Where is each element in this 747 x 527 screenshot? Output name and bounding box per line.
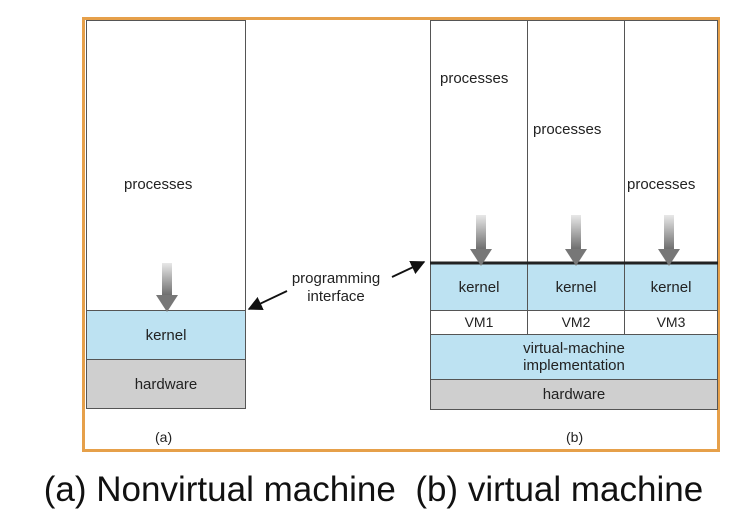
panel-b-hardware: hardware: [430, 379, 718, 410]
panel-b-kernel-3: kernel: [624, 263, 718, 311]
panel-b-down-arrow-3: [658, 215, 680, 266]
panel-b-down-arrow-2: [565, 215, 587, 266]
panel-b-vm3: VM3: [624, 310, 718, 335]
panel-a-down-arrow: [156, 263, 178, 312]
panel-b-vm-implementation: virtual-machine implementation: [430, 334, 718, 380]
panel-a-kernel: kernel: [86, 310, 246, 360]
panel-b-down-arrow-1: [470, 215, 492, 266]
panel-b-processes-label-1: processes: [440, 70, 509, 87]
programming-interface-label: programming interface: [291, 270, 381, 305]
panel-a-processes-column: [86, 20, 246, 311]
interface-arrow-right: [391, 260, 426, 278]
panel-a-processes-label: processes: [124, 176, 193, 193]
panel-b-processes-label-2: processes: [533, 121, 602, 138]
interface-arrow-left: [247, 290, 288, 310]
panel-a-hardware: hardware: [86, 359, 246, 409]
panel-a-label: (a): [155, 429, 173, 445]
panel-b-label: (b): [566, 429, 584, 445]
panel-b-vm2: VM2: [527, 310, 625, 335]
panel-b-kernel-2: kernel: [527, 263, 625, 311]
panel-b-processes-label-3: processes: [627, 176, 696, 193]
panel-b-kernel-1: kernel: [430, 263, 528, 311]
figure-caption: (a) Nonvirtual machine (b) virtual machi…: [43, 470, 704, 509]
